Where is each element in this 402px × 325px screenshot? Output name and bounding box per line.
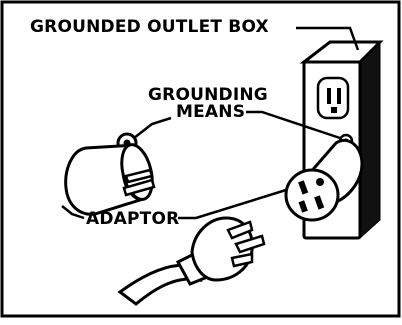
plug-prong-3 xyxy=(230,252,254,268)
leader-adaptor-right xyxy=(178,188,287,220)
adaptor-prong-1 xyxy=(124,168,154,184)
figure-frame xyxy=(0,0,401,318)
label-adaptor: ADAPTOR xyxy=(86,209,180,229)
leader-grounding-left xyxy=(133,116,172,139)
leader-grounding-right xyxy=(246,110,341,140)
label-grounded-outlet-box: GROUNDED OUTLET BOX xyxy=(30,17,269,37)
label-grounding: GROUNDING xyxy=(148,85,268,105)
leader-adaptor-left xyxy=(61,205,85,220)
adaptor-prong-2 xyxy=(122,178,156,197)
outlet-box-side xyxy=(359,40,381,240)
label-means: MEANS xyxy=(176,102,246,122)
plug-prong-1 xyxy=(226,220,254,240)
leader-lines xyxy=(61,26,360,220)
plug-prong-2 xyxy=(234,234,266,254)
adaptor-plugged xyxy=(284,138,364,222)
adaptor-left xyxy=(64,132,156,216)
plug-and-cord xyxy=(117,216,266,306)
adaptor-plugged-face xyxy=(284,168,340,222)
leader-outlet-box xyxy=(296,26,360,51)
